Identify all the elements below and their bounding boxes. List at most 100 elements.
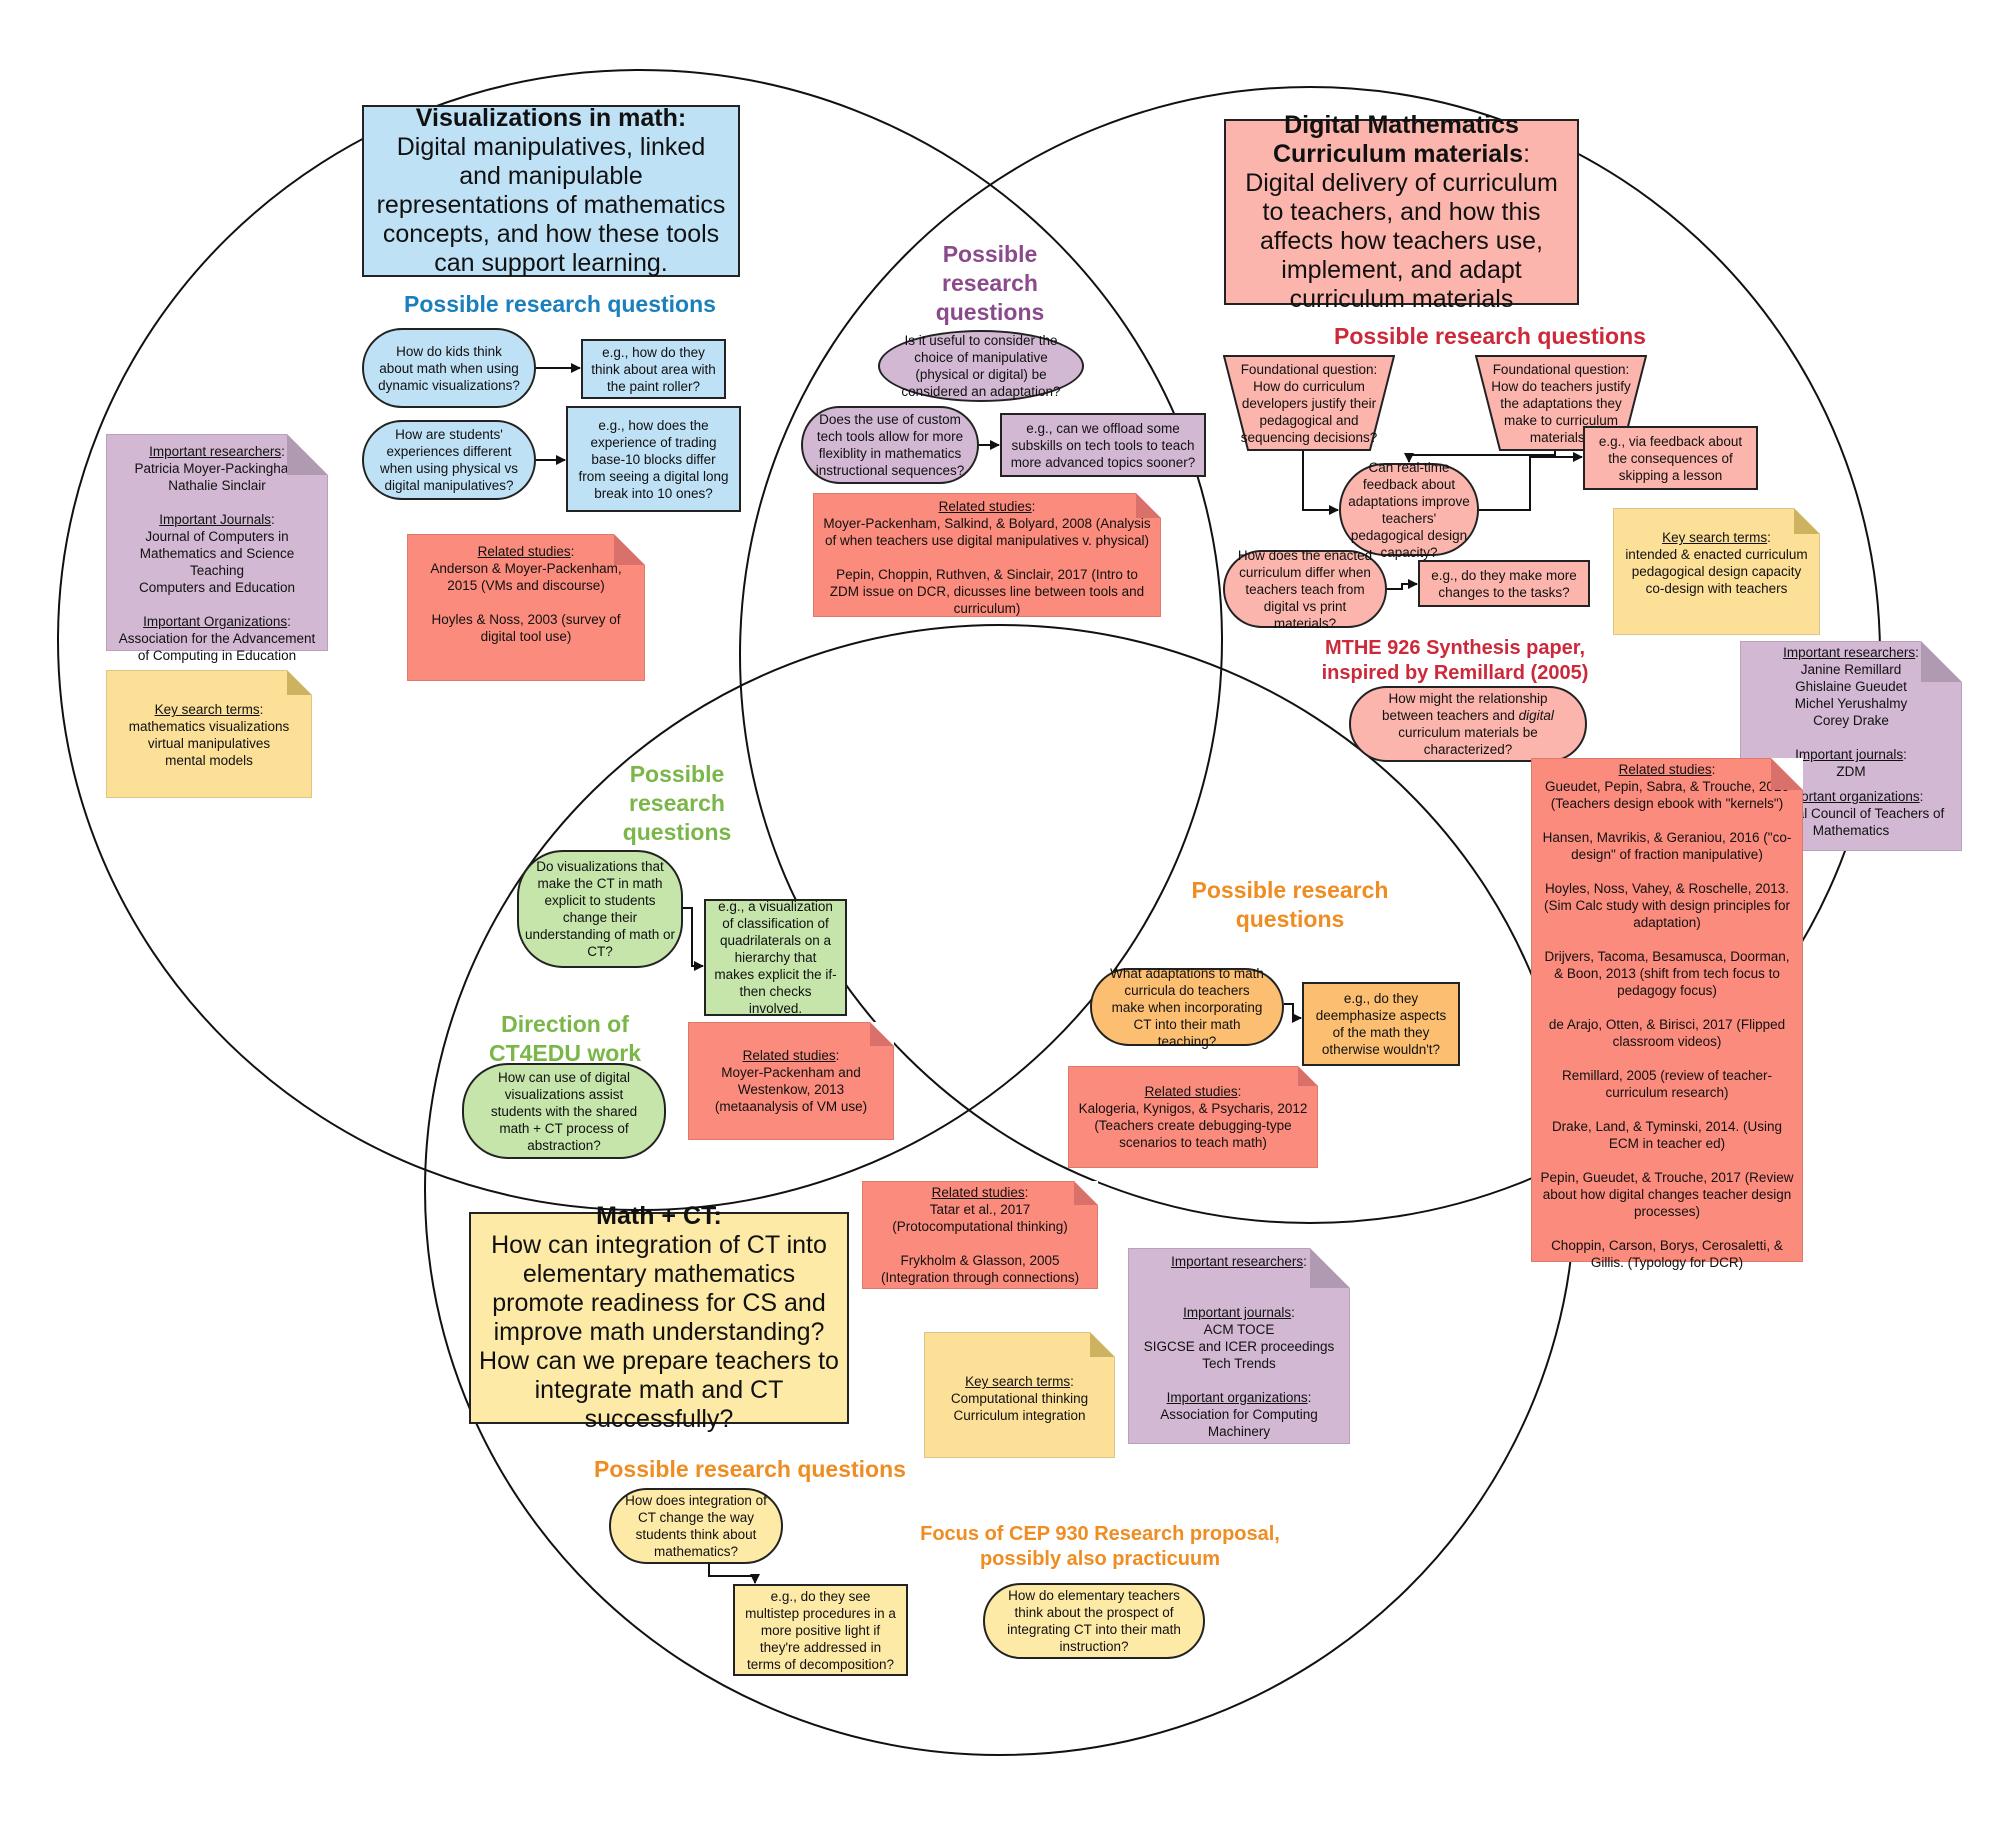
- vis-studies-label: Related studies: [477, 544, 571, 559]
- foundational-question-1-text: Foundational question: How do curriculum…: [1240, 361, 1378, 445]
- curr-ct-study: Kalogeria, Kynigos, & Psycharis, 2012 (T…: [1078, 1101, 1308, 1150]
- vis-question-2-example[interactable]: e.g., how does the experience of trading…: [566, 406, 741, 512]
- vis-curr-study: Moyer-Packenham, Salkind, & Bolyard, 200…: [823, 516, 1151, 548]
- vis-curr-study: Pepin, Choppin, Ruthven, & Sinclair, 201…: [829, 567, 1145, 616]
- math-ct-search-term: Curriculum integration: [953, 1408, 1086, 1423]
- synthesis-question-text-end: curriculum materials be characterized?: [1398, 725, 1538, 757]
- circle-visualizations: [57, 69, 1223, 1211]
- curriculum-studies-note: Related studies: Gueudet, Pepin, Sabra, …: [1531, 758, 1803, 1270]
- curriculum-title-box: Digital Mathematics Curriculum materials…: [1224, 111, 1579, 313]
- curriculum-search-label: Key search terms: [1662, 530, 1768, 545]
- curriculum-study: Pepin, Gueudet, & Trouche, 2017 (Review …: [1540, 1170, 1794, 1219]
- math-ct-title-box: Math + CT: How can integration of CT int…: [469, 1202, 849, 1433]
- direction-question[interactable]: How can use of digital visualizations as…: [462, 1063, 666, 1159]
- math-ct-orgs-label: Important organizations: [1166, 1390, 1308, 1405]
- curriculum-study: Gueudet, Pepin, Sabra, & Trouche, 2016 (…: [1545, 779, 1789, 811]
- vis-search-term: mental models: [165, 753, 253, 768]
- focus-heading: Focus of CEP 930 Research proposal, poss…: [920, 1523, 1280, 1570]
- vis-researcher: Patricia Moyer-Packingham: [134, 461, 300, 476]
- vis-journal: Journal of Computers in Mathematics and …: [139, 529, 295, 578]
- vis-ct-study: Moyer-Packenham and Westenkow, 2013 (met…: [714, 1065, 868, 1114]
- vis-curr-question-1[interactable]: Is it useful to consider the choice of m…: [878, 330, 1084, 402]
- visualizations-description: Digital manipulatives, linked and manipu…: [376, 133, 726, 277]
- curriculum-researchers-label: Important researchers: [1783, 645, 1916, 660]
- math-ct-search-term: Computational thinking: [950, 1391, 1089, 1406]
- vis-search-note: Key search terms: mathematics visualizat…: [106, 670, 312, 798]
- vis-journals-label: Important Journals: [159, 512, 272, 527]
- vis-question-1-example[interactable]: e.g., how do they think about area with …: [581, 339, 726, 399]
- curriculum-description: Digital delivery of curriculum to teache…: [1245, 168, 1558, 313]
- math-ct-study: Frykholm & Glasson, 2005 (Integration th…: [880, 1253, 1080, 1285]
- curriculum-search-term: co-design with teachers: [1645, 581, 1788, 596]
- curr-ct-heading: Possible research questions: [1191, 877, 1389, 932]
- math-ct-question-1-example[interactable]: e.g., do they see multistep procedures i…: [733, 1584, 908, 1676]
- vis-curr-studies-label: Related studies: [938, 499, 1032, 514]
- synthesis-question[interactable]: How might the relationship between teach…: [1349, 686, 1587, 762]
- math-ct-description: How can integration of CT into elementar…: [479, 1231, 839, 1433]
- curriculum-orgs-label: Important organizations: [1778, 789, 1920, 804]
- vis-question-2[interactable]: How are students' experiences different …: [362, 420, 536, 500]
- curr-ct-question-1[interactable]: What adaptations to math curricula do te…: [1090, 966, 1284, 1049]
- vis-studies-note: Related studies: Anderson & Moyer-Packen…: [407, 534, 645, 681]
- feedback-question-example[interactable]: e.g., via feedback about the consequence…: [1583, 426, 1758, 490]
- vis-ct-question-1[interactable]: Do visualizations that make the CT in ma…: [517, 850, 683, 968]
- vis-study: Anderson & Moyer-Packenham, 2015 (VMs an…: [430, 561, 622, 593]
- synthesis-question-emphasis: digital: [1518, 708, 1554, 723]
- vis-search-term: mathematics visualizations: [128, 719, 290, 734]
- vis-researcher: Nathalie Sinclair: [168, 478, 266, 493]
- visualizations-heading: Possible research questions: [404, 291, 716, 317]
- curr-ct-question-1-example[interactable]: e.g., do they deemphasize aspects of the…: [1302, 982, 1460, 1066]
- curriculum-search-term: pedagogical design capacity: [1631, 564, 1802, 579]
- math-ct-heading: Possible research questions: [594, 1456, 906, 1482]
- curriculum-study: Remillard, 2005 (review of teacher-curri…: [1561, 1068, 1773, 1100]
- vis-orgs-label: Important Organizations: [143, 614, 288, 629]
- math-ct-studies-label: Related studies: [931, 1185, 1025, 1200]
- enacted-question-example[interactable]: e.g., do they make more changes to the t…: [1418, 560, 1590, 607]
- synthesis-question-text: How might the relationship between teach…: [1382, 691, 1548, 723]
- curriculum-study: Drake, Land, & Tyminski, 2014. (Using EC…: [1551, 1119, 1783, 1151]
- math-ct-journals-label: Important journals: [1183, 1305, 1292, 1320]
- curriculum-title-colon: :: [1523, 139, 1531, 168]
- feedback-question[interactable]: Can real-time feedback about adaptations…: [1339, 460, 1479, 560]
- math-ct-journal: Tech Trends: [1202, 1356, 1276, 1371]
- curriculum-resources-note: Important researchers: Janine Remillard …: [1740, 641, 1962, 851]
- curriculum-researcher: Michel Yerushalmy: [1794, 696, 1908, 711]
- curriculum-researcher: Corey Drake: [1813, 713, 1889, 728]
- curriculum-study: de Arajo, Otten, & Birisci, 2017 (Flippe…: [1548, 1017, 1786, 1049]
- math-ct-org: Association for Computing Machinery: [1160, 1407, 1318, 1439]
- math-ct-study: Tatar et al., 2017 (Protocomputational t…: [892, 1202, 1068, 1234]
- curriculum-journal: ZDM: [1836, 764, 1866, 779]
- curriculum-study: Drijvers, Tacoma, Besamusca, Doorman, & …: [1544, 949, 1790, 998]
- synthesis-heading: MTHE 926 Synthesis paper, inspired by Re…: [1321, 637, 1589, 684]
- vis-question-1[interactable]: How do kids think about math when using …: [362, 328, 536, 408]
- vis-search-term: virtual manipulatives: [147, 736, 271, 751]
- vis-curr-question-2-example[interactable]: e.g., can we offload some subskills on t…: [1000, 413, 1206, 477]
- vis-researchers-label: Important researchers: [149, 444, 282, 459]
- visualizations-title: Visualizations in math:: [415, 104, 687, 132]
- vis-study: Hoyles & Noss, 2003 (survey of digital t…: [431, 612, 621, 644]
- enacted-question[interactable]: How does the enacted curriculum differ w…: [1223, 548, 1387, 631]
- curriculum-study: Hansen, Mavrikis, & Geraniou, 2016 ("co-…: [1542, 830, 1792, 862]
- curriculum-study: Choppin, Carson, Borys, Cerosaletti, & G…: [1551, 1238, 1783, 1270]
- curr-ct-studies-note: Related studies: Kalogeria, Kynigos, & P…: [1068, 1066, 1318, 1168]
- vis-ct-question-1-example[interactable]: e.g., a visualization of classification …: [704, 899, 847, 1016]
- math-ct-search-label: Key search terms: [965, 1374, 1071, 1389]
- curriculum-study: Hoyles, Noss, Vahey, & Roschelle, 2013. …: [1543, 881, 1791, 930]
- math-ct-resources-note: Important researchers: Important journal…: [1128, 1248, 1350, 1444]
- curriculum-researcher: Ghislaine Gueudet: [1795, 679, 1907, 694]
- curriculum-journals-label: Important journals: [1795, 747, 1904, 762]
- curriculum-org: National Council of Teachers of Mathemat…: [1757, 806, 1945, 838]
- vis-journal: Computers and Education: [138, 580, 296, 595]
- curr-ct-studies-label: Related studies: [1144, 1084, 1238, 1099]
- math-ct-question-1[interactable]: How does integration of CT change the wa…: [609, 1488, 783, 1564]
- math-ct-title: Math + CT:: [596, 1202, 722, 1230]
- curriculum-title: Digital Mathematics Curriculum materials: [1272, 110, 1524, 168]
- curriculum-researcher: Janine Remillard: [1800, 662, 1902, 677]
- curriculum-search-note: Key search terms: intended & enacted cur…: [1613, 508, 1820, 635]
- curriculum-studies-label: Related studies: [1618, 762, 1712, 777]
- curriculum-heading: Possible research questions: [1334, 323, 1646, 349]
- math-ct-journal: ACM TOCE: [1203, 1322, 1275, 1337]
- focus-question[interactable]: How do elementary teachers think about t…: [983, 1583, 1205, 1659]
- foundational-question-1[interactable]: Foundational question: How do curriculum…: [1223, 355, 1395, 451]
- vis-curr-question-2[interactable]: Does the use of custom tech tools allow …: [801, 406, 979, 484]
